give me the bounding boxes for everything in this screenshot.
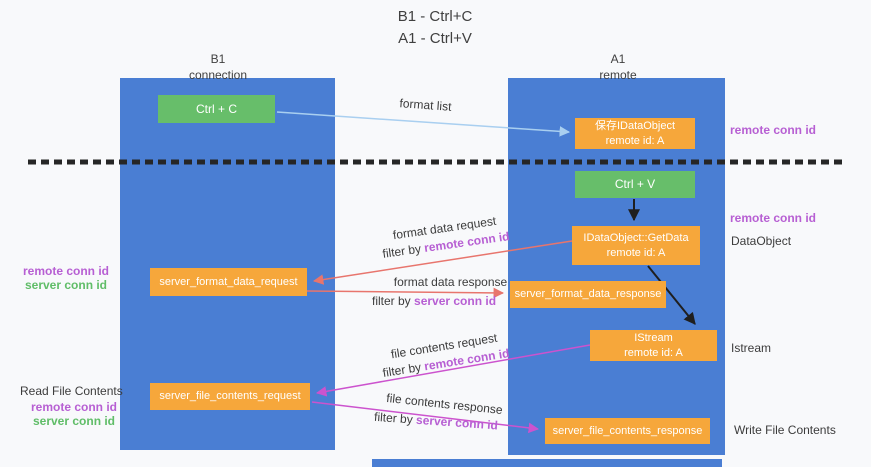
label-conn-ids-left-bottom: remote conn id server conn id — [24, 400, 124, 428]
server-conn-id-text: server conn id — [415, 412, 499, 433]
node-idataobject-getdata: IDataObject::GetData remote id: A — [572, 226, 700, 265]
node-ctrl-v-label: Ctrl + V — [614, 177, 656, 192]
label-read-file-contents: Read File Contents — [20, 384, 123, 398]
filter-by-text: filter by — [373, 409, 417, 427]
label-filter-by-server-conn-id-format: filter by server conn id — [372, 294, 496, 308]
node-save-idataobject: 保存IDataObject remote id: A — [575, 118, 695, 149]
node-ctrl-c-label: Ctrl + C — [195, 101, 237, 116]
node-idataobject-getdata-line2: remote id: A — [606, 246, 666, 259]
arrow-format-data-response — [306, 287, 505, 299]
node-server-file-contents-request: server_file_contents_request — [150, 383, 310, 410]
lifeline-a1-name: A1 — [610, 52, 626, 66]
label-remote-conn-id-left-bottom: remote conn id — [30, 400, 117, 414]
lifeline-header-b1: B1 connection — [168, 52, 268, 83]
node-server-format-data-request: server_format_data_request — [150, 268, 307, 296]
node-server-file-contents-response: server_file_contents_response — [545, 418, 710, 444]
label-remote-conn-id-left: remote conn id — [22, 264, 109, 278]
label-server-conn-id-left-bottom: server conn id — [32, 414, 116, 428]
node-ctrl-c: Ctrl + C — [158, 95, 275, 123]
node-server-format-data-response-label: server_format_data_response — [514, 288, 662, 301]
label-dataobject: DataObject — [731, 234, 792, 248]
lifeline-bottom-strip — [372, 459, 722, 467]
label-remote-conn-id-right-mid: remote conn id — [730, 211, 817, 225]
node-istream: IStream remote id: A — [590, 330, 717, 361]
label-write-file-contents: Write File Contents — [734, 423, 836, 437]
label-format-list: format list — [399, 96, 452, 114]
label-format-data-response: format data response — [393, 275, 508, 289]
node-save-idataobject-line1: 保存IDataObject — [594, 119, 676, 132]
node-ctrl-v: Ctrl + V — [575, 171, 695, 198]
label-server-conn-id-left: server conn id — [24, 278, 108, 292]
node-server-file-contents-request-label: server_file_contents_request — [159, 390, 301, 403]
lifeline-b1-name: B1 — [210, 52, 226, 66]
filter-by-text: filter by — [381, 359, 426, 380]
node-server-file-contents-response-label: server_file_contents_response — [552, 424, 703, 437]
label-remote-conn-id-right-top: remote conn id — [730, 123, 817, 137]
filter-by-text: filter by — [381, 241, 426, 261]
node-save-idataobject-line2: remote id: A — [605, 134, 665, 147]
node-istream-line1: IStream — [634, 331, 673, 344]
title-line-2: A1 - Ctrl+V — [398, 29, 472, 47]
node-istream-line2: remote id: A — [624, 346, 683, 359]
label-istream: Istream — [731, 341, 772, 355]
diagram-title: B1 - Ctrl+C A1 - Ctrl+V — [335, 6, 535, 50]
lifeline-a1-role: remote — [599, 67, 637, 82]
node-server-format-data-response: server_format_data_response — [510, 281, 666, 308]
node-server-format-data-request-label: server_format_data_request — [159, 275, 298, 288]
filter-by-text: filter by — [372, 294, 415, 308]
title-line-1: B1 - Ctrl+C — [397, 8, 473, 25]
lifeline-b1-role: connection — [188, 67, 248, 82]
label-conn-ids-left-top: remote conn id server conn id — [16, 264, 116, 292]
node-idataobject-getdata-line1: IDataObject::GetData — [583, 231, 689, 244]
server-conn-id-text: server conn id — [414, 294, 497, 308]
lifeline-header-a1: A1 remote — [568, 52, 668, 83]
